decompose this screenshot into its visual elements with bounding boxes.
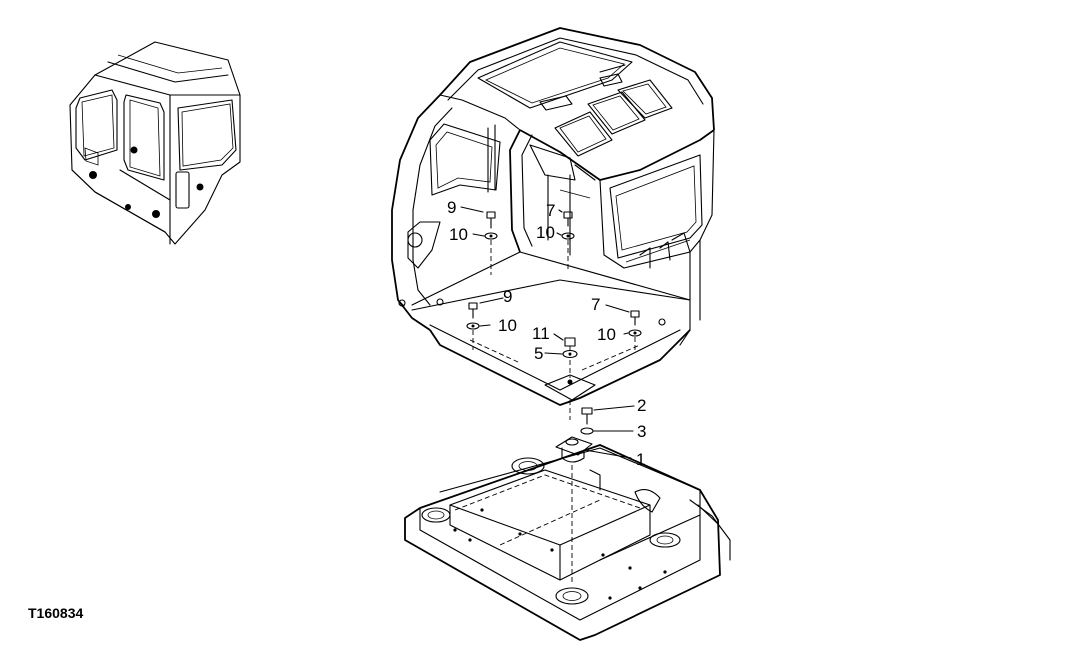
- base-frame: [404, 444, 731, 641]
- callout-1: 1: [636, 450, 645, 469]
- cab-shell: [391, 27, 715, 406]
- callout-10-lower-left: 10: [498, 316, 517, 335]
- callout-9-upper: 9: [447, 198, 456, 217]
- callout-2: 2: [637, 396, 646, 415]
- callout-labels: 9 10 7 10 9 10 7 11 10 5 2 3 1: [447, 198, 646, 469]
- cab-overview-thumbnail: [69, 41, 241, 245]
- callout-5: 5: [534, 344, 543, 363]
- callout-9-lower: 9: [503, 287, 512, 306]
- callout-10-lower-right: 10: [597, 325, 616, 344]
- figure-id: T160834: [28, 605, 83, 621]
- callout-7-upper: 7: [546, 201, 555, 220]
- callout-leaders: [460, 206, 635, 459]
- cab-fasteners: [466, 211, 642, 585]
- callout-11: 11: [532, 324, 550, 343]
- callout-7-lower: 7: [591, 295, 600, 314]
- callout-10-upper-left: 10: [449, 225, 468, 244]
- callout-10-upper-right: 10: [536, 223, 555, 242]
- callout-3: 3: [637, 422, 646, 441]
